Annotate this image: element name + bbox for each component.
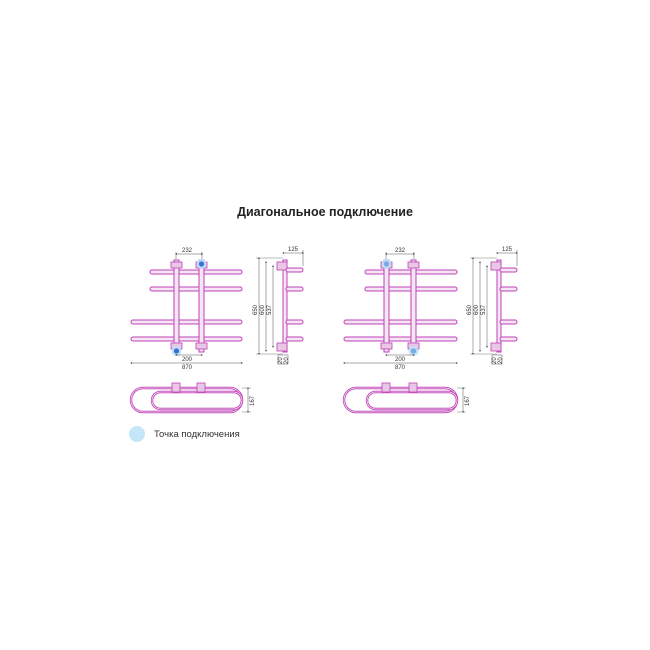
fitting bbox=[276, 342, 288, 352]
vertical-pipe bbox=[198, 259, 205, 353]
dim-bottom-depth: 167 bbox=[250, 395, 256, 406]
fitting bbox=[196, 382, 206, 393]
side-riser bbox=[282, 259, 288, 353]
fitting bbox=[407, 261, 420, 269]
front-view: 232 200 870 bbox=[343, 248, 458, 371]
dim-bottom-spacing: 200 bbox=[395, 357, 406, 363]
dim-height-total: 650 bbox=[467, 304, 473, 315]
dim-depth: 125 bbox=[502, 247, 513, 253]
side-rail bbox=[285, 319, 304, 325]
vertical-pipe bbox=[173, 259, 180, 353]
dim-side-small-2: 20 bbox=[284, 357, 290, 364]
inner-loop bbox=[150, 390, 244, 411]
fitting bbox=[276, 261, 288, 271]
rail bbox=[130, 336, 243, 342]
connection-point-legend-icon bbox=[129, 426, 145, 442]
side-rail bbox=[285, 286, 304, 292]
dim-depth: 125 bbox=[288, 247, 299, 253]
dim-height-inner: 537 bbox=[481, 304, 487, 315]
rail bbox=[343, 336, 458, 342]
connection-point-core bbox=[198, 261, 205, 267]
side-rail bbox=[285, 336, 304, 342]
variant-left: 232 200 870 125 650 6 bbox=[129, 247, 304, 414]
fitting bbox=[171, 382, 181, 393]
vertical-pipe bbox=[383, 259, 390, 353]
diagram-title: Диагональное подключение bbox=[237, 205, 413, 219]
dim-height-total: 650 bbox=[253, 304, 259, 315]
fitting bbox=[170, 261, 183, 269]
side-rail bbox=[499, 286, 518, 292]
dim-bottom-spacing: 200 bbox=[182, 357, 193, 363]
connection-point-core bbox=[173, 348, 180, 354]
rail bbox=[149, 286, 243, 292]
dim-width-total: 870 bbox=[395, 365, 406, 371]
connection-point-core bbox=[410, 348, 417, 354]
top-view: 167 bbox=[129, 382, 256, 414]
connection-point-core bbox=[383, 261, 390, 267]
fitting bbox=[380, 342, 393, 350]
vertical-pipe bbox=[410, 259, 417, 353]
side-rail bbox=[499, 319, 518, 325]
fitting bbox=[195, 342, 208, 350]
rail bbox=[130, 319, 243, 325]
legend: Точка подключения bbox=[129, 426, 240, 442]
rail bbox=[343, 319, 458, 325]
legend-label: Точка подключения bbox=[154, 429, 240, 440]
side-rail bbox=[499, 267, 518, 273]
dim-top-spacing: 232 bbox=[395, 248, 406, 254]
dim-height-mid: 600 bbox=[260, 304, 266, 315]
inner-loop bbox=[365, 390, 459, 411]
fitting bbox=[490, 342, 502, 352]
dim-side-small: 20 bbox=[492, 357, 498, 364]
dim-width-total: 870 bbox=[182, 365, 193, 371]
side-rail bbox=[285, 267, 304, 273]
side-view: 125 650 600 537 20 20 bbox=[253, 247, 304, 365]
front-view: 232 200 870 bbox=[130, 248, 243, 371]
side-view: 125 650 600 537 20 20 bbox=[467, 247, 518, 365]
dim-top-spacing: 232 bbox=[182, 248, 193, 254]
top-view: 167 bbox=[342, 382, 471, 414]
dim-side-small: 20 bbox=[278, 357, 284, 364]
rail bbox=[149, 269, 243, 275]
variant-right: 232 200 870 125 650 600 537 bbox=[342, 247, 518, 414]
dim-height-inner: 537 bbox=[267, 304, 273, 315]
dim-side-small-2: 20 bbox=[498, 357, 504, 364]
fitting bbox=[381, 382, 391, 393]
side-rail bbox=[499, 336, 518, 342]
dim-bottom-depth: 167 bbox=[465, 395, 471, 406]
side-riser bbox=[496, 259, 502, 353]
fitting bbox=[408, 382, 418, 393]
dim-height-mid: 600 bbox=[474, 304, 480, 315]
fitting bbox=[490, 261, 502, 271]
